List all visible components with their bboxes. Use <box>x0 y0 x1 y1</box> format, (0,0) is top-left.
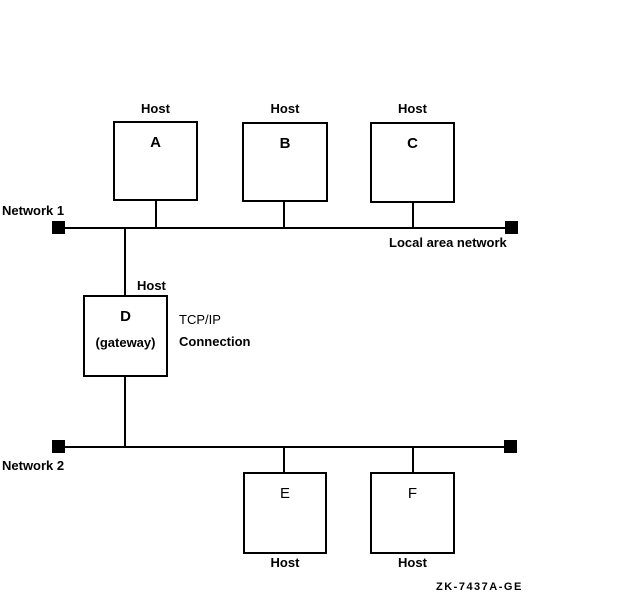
network2-bus <box>58 446 511 448</box>
host-box-c: C <box>370 122 455 203</box>
connector-host-a <box>155 200 157 228</box>
host-caption-a: Host <box>141 101 170 116</box>
host-letter-a: A <box>150 134 161 151</box>
tcpip-label: TCP/IP <box>179 312 221 327</box>
gateway-box-d: D (gateway) <box>83 295 168 377</box>
network1-label: Network 1 <box>2 203 65 218</box>
gateway-role-label: (gateway) <box>95 335 156 350</box>
connector-host-c <box>412 202 414 228</box>
connection-label: Connection <box>179 334 251 349</box>
host-box-a: A <box>113 121 198 201</box>
host-letter-f: F <box>407 485 418 502</box>
connector-host-f <box>412 448 414 472</box>
host-letter-c: C <box>407 135 418 152</box>
host-caption-d: Host <box>137 278 166 293</box>
figure-code: ZK-7437A-GE <box>436 581 523 593</box>
host-letter-d: D <box>120 308 131 325</box>
connector-gateway-upper <box>124 229 126 295</box>
network2-terminator-right <box>504 440 517 453</box>
lan-label: Local area network <box>389 235 507 250</box>
connector-host-b <box>283 201 285 228</box>
host-box-b: B <box>242 122 328 202</box>
host-box-e: E <box>243 472 327 554</box>
network1-terminator-left <box>52 221 65 234</box>
host-caption-b: Host <box>270 101 300 116</box>
network1-terminator-right <box>505 221 518 234</box>
host-letter-b: B <box>279 135 291 152</box>
host-letter-e: E <box>279 485 290 502</box>
host-box-f: F <box>370 472 455 554</box>
network2-label: Network 2 <box>2 458 65 473</box>
host-caption-e: Host <box>270 555 300 570</box>
host-caption-f: Host <box>398 555 427 570</box>
connector-gateway-lower <box>124 377 126 447</box>
network2-terminator-left <box>52 440 65 453</box>
host-caption-c: Host <box>398 101 427 116</box>
network1-bus <box>58 227 512 229</box>
connector-host-e <box>283 448 285 472</box>
